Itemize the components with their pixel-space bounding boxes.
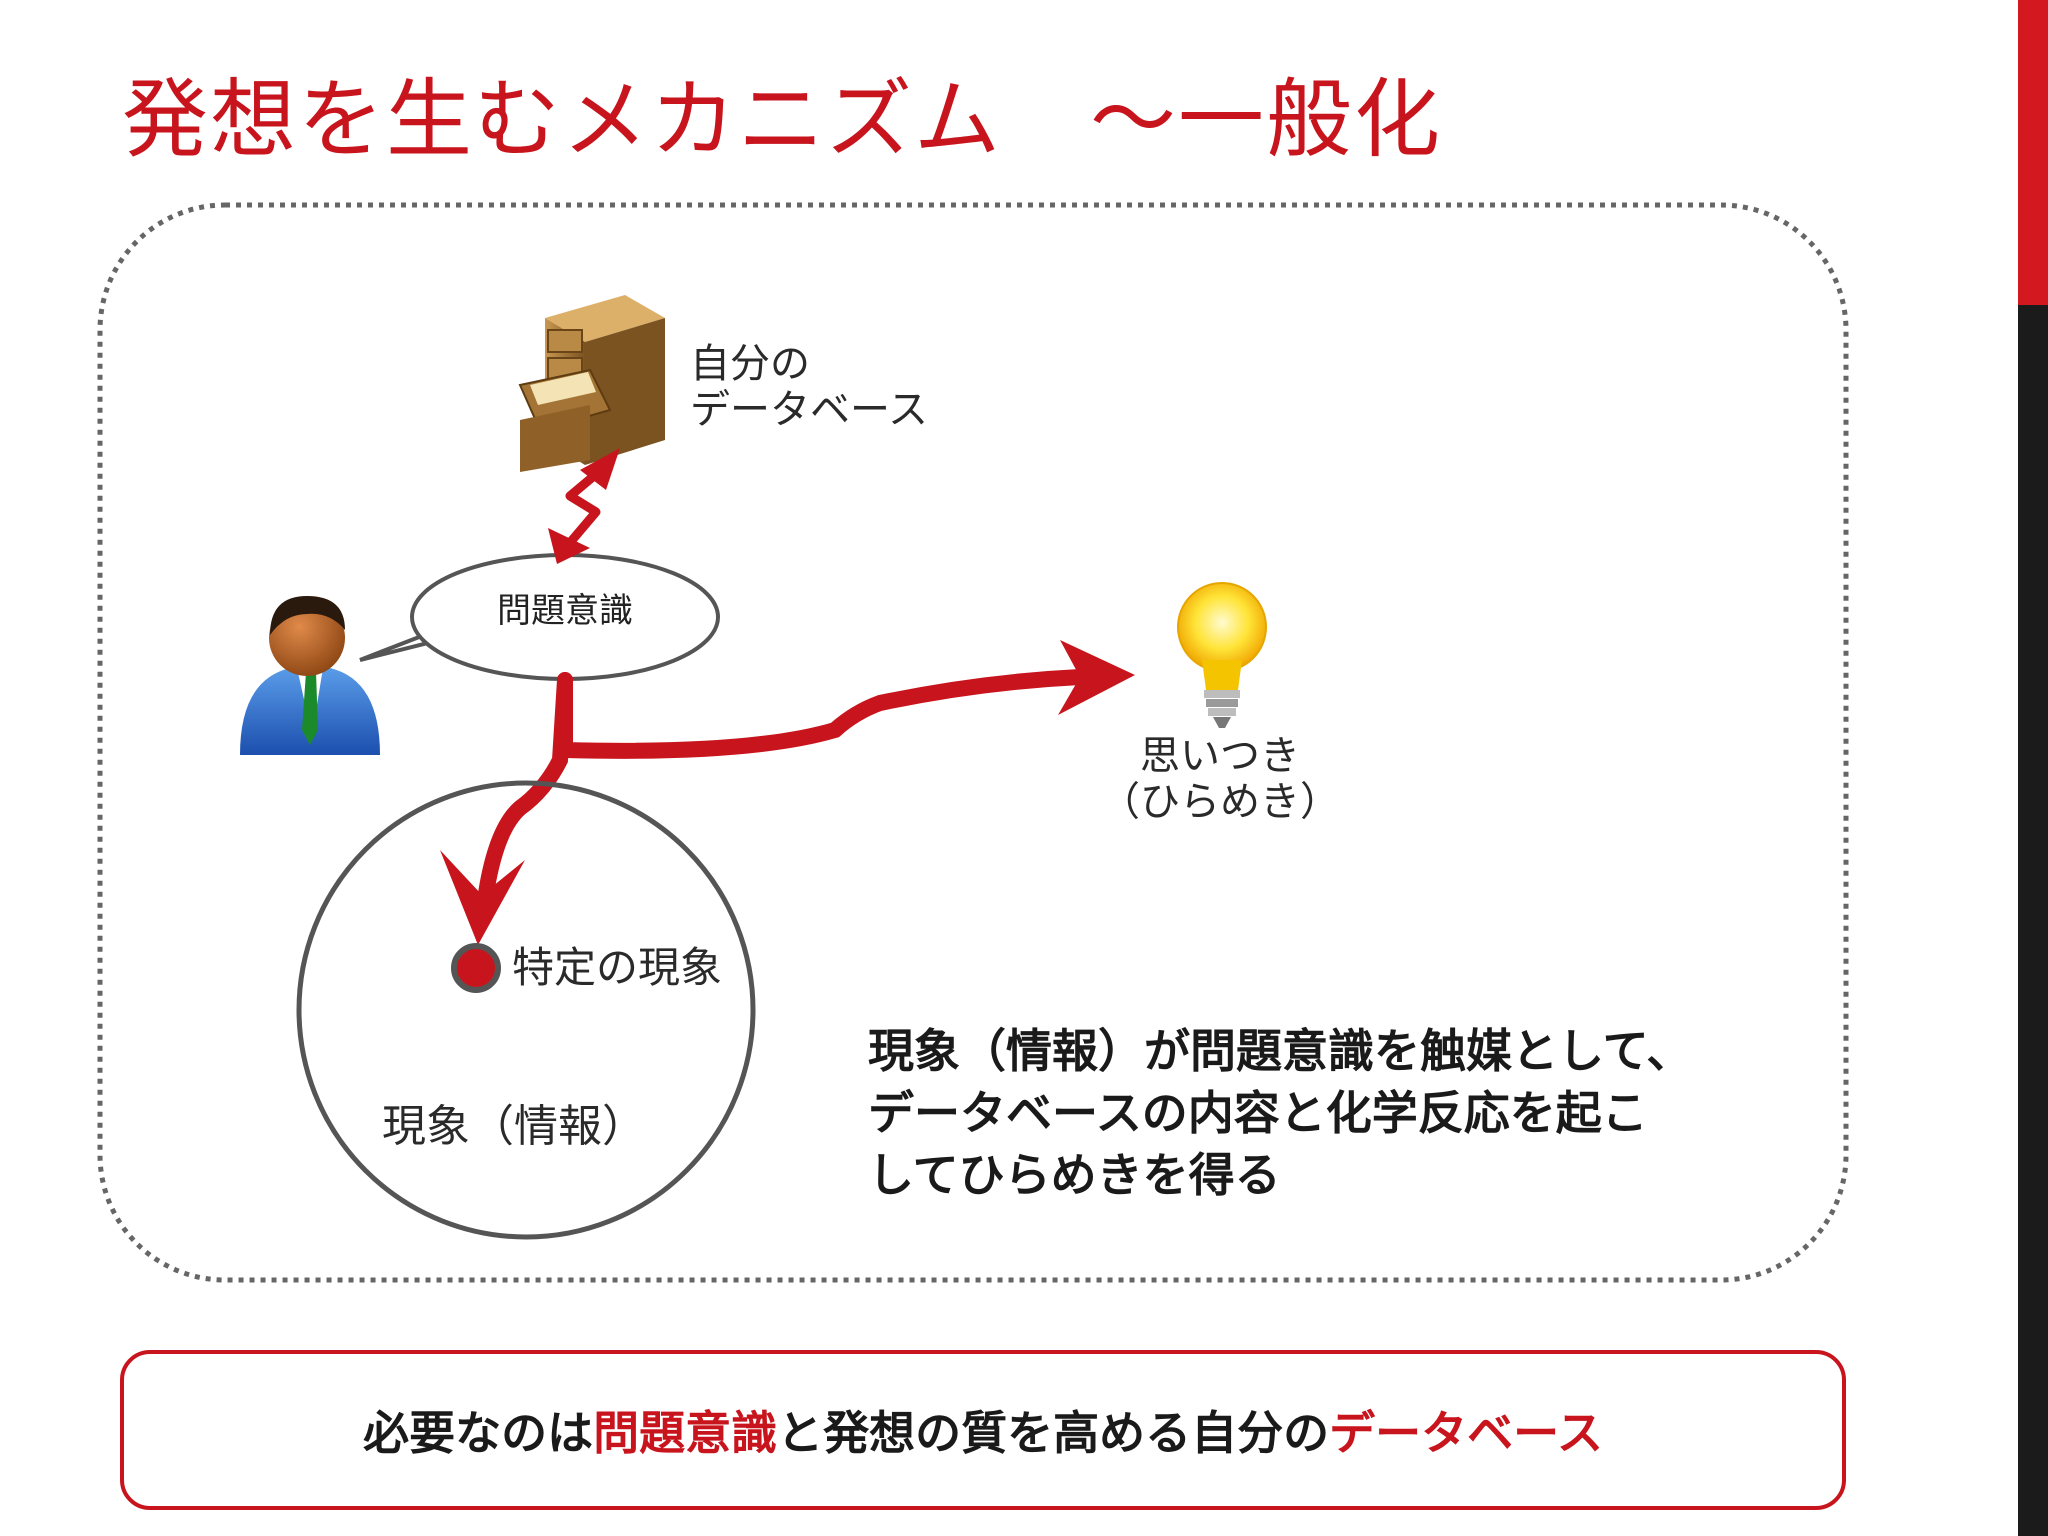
summary-part3: と発想の質を高める自分の: [777, 1406, 1330, 1460]
idea-label-line2: （ひらめき）: [1100, 779, 1340, 825]
business-person-icon: [240, 596, 380, 755]
slide-title: 発想を生むメカニズム 〜一般化: [122, 70, 1442, 170]
specific-phenomenon-label: 特定の現象: [512, 943, 723, 992]
summary-keyword-awareness: 問題意識: [593, 1406, 778, 1460]
bubble-label: 問題意識: [497, 591, 633, 631]
database-link-arrow: [548, 448, 620, 564]
side-accent-bar: [2018, 0, 2048, 1536]
statement-line3: してひらめきを得る: [868, 1148, 1281, 1202]
statement-line2: データベースの内容と化学反応を起こ: [868, 1086, 1648, 1140]
phenomenon-label: 現象（情報）: [382, 1101, 646, 1152]
summary-keyword-database: データベース: [1329, 1406, 1603, 1460]
filing-cabinet-icon: [518, 295, 665, 472]
phenomenon-arrow: [440, 672, 573, 945]
idea-arrow: [557, 640, 1135, 759]
dotted-frame: [97, 202, 1849, 1283]
summary-part1: 必要なのは: [363, 1406, 594, 1460]
summary-text: 必要なのは問題意識と発想の質を高める自分のデータベース: [124, 1354, 1842, 1506]
database-label-line2: データベース: [690, 387, 928, 433]
idea-label-line1: 思いつき: [1140, 733, 1300, 779]
specific-phenomenon-dot: [451, 943, 501, 993]
database-label-line1: 自分の: [690, 341, 810, 387]
side-accent-red: [2018, 0, 2048, 305]
explanation-statement: 現象（情報）が問題意識を触媒として、 データベースの内容と化学反応を起こ してひ…: [868, 1020, 1692, 1206]
phenomenon-circle: [296, 780, 756, 1240]
summary-box: 必要なのは問題意識と発想の質を高める自分のデータベース: [120, 1350, 1846, 1510]
statement-line1: 現象（情報）が問題意識を触媒として、: [868, 1024, 1693, 1078]
light-bulb-icon: [1177, 582, 1267, 728]
